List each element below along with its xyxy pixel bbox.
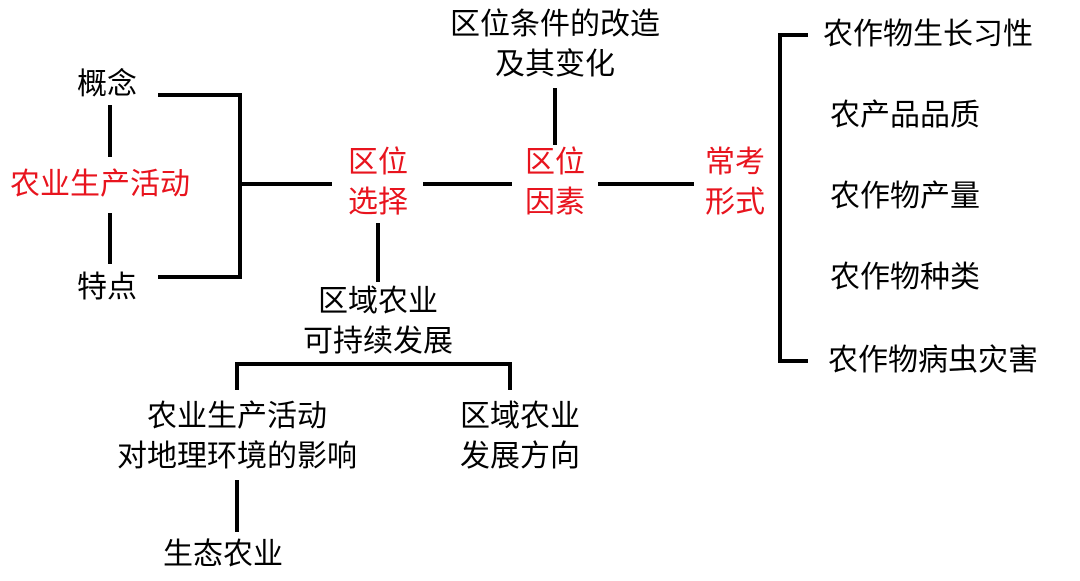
node-regional-sustainable-line1: 区域农业 [318,284,438,319]
form-item-variety: 农作物种类 [830,258,980,298]
node-regional-sustainable-line2: 可持续发展 [303,324,453,359]
form-item-growth-habit: 农作物生长习性 [823,15,1033,55]
node-characteristics: 特点 [77,268,137,308]
node-characteristics-text: 特点 [77,270,137,305]
node-location-choice-line2: 选择 [348,185,408,220]
form-item-growth-habit-text: 农作物生长习性 [823,17,1033,52]
node-common-forms-line2: 形式 [705,185,765,220]
node-eco-agriculture-text: 生态农业 [163,537,283,572]
node-location-factors-line1: 区位 [525,145,585,180]
node-regional-direction-line2: 发展方向 [460,439,580,474]
node-regional-sustainable: 区域农业 可持续发展 [293,282,463,362]
node-agri-activity-text: 农业生产活动 [10,167,190,202]
form-item-variety-text: 农作物种类 [830,260,980,295]
node-location-improvement-line2: 及其变化 [495,47,615,82]
node-location-improvement-line1: 区位条件的改造 [450,7,660,42]
node-location-factors-line2: 因素 [525,185,585,220]
node-agri-env-impact-line1: 农业生产活动 [147,399,327,434]
node-common-forms-line1: 常考 [705,145,765,180]
node-agri-activity: 农业生产活动 [10,165,190,205]
node-agri-env-impact-line2: 对地理环境的影响 [117,439,357,474]
node-concept-text: 概念 [77,67,137,102]
node-location-choice-line1: 区位 [348,145,408,180]
node-location-factors: 区位 因素 [517,143,593,223]
node-concept: 概念 [77,65,137,105]
node-agri-env-impact: 农业生产活动 对地理环境的影响 [92,397,382,477]
node-eco-agriculture: 生态农业 [163,535,283,575]
form-item-pests-disasters-text: 农作物病虫灾害 [828,343,1038,378]
form-item-quality: 农产品品质 [830,96,980,136]
node-location-choice: 区位 选择 [340,143,416,223]
form-item-pests-disasters: 农作物病虫灾害 [828,341,1038,381]
form-item-yield-text: 农作物产量 [830,179,980,214]
node-regional-direction: 区域农业 发展方向 [445,397,595,477]
node-location-improvement: 区位条件的改造 及其变化 [435,5,675,85]
form-item-yield: 农作物产量 [830,177,980,217]
bracket-sustainable [235,362,512,390]
node-common-forms: 常考 形式 [697,143,773,223]
bracket-right [778,33,808,363]
node-regional-direction-line1: 区域农业 [460,399,580,434]
form-item-quality-text: 农产品品质 [830,98,980,133]
